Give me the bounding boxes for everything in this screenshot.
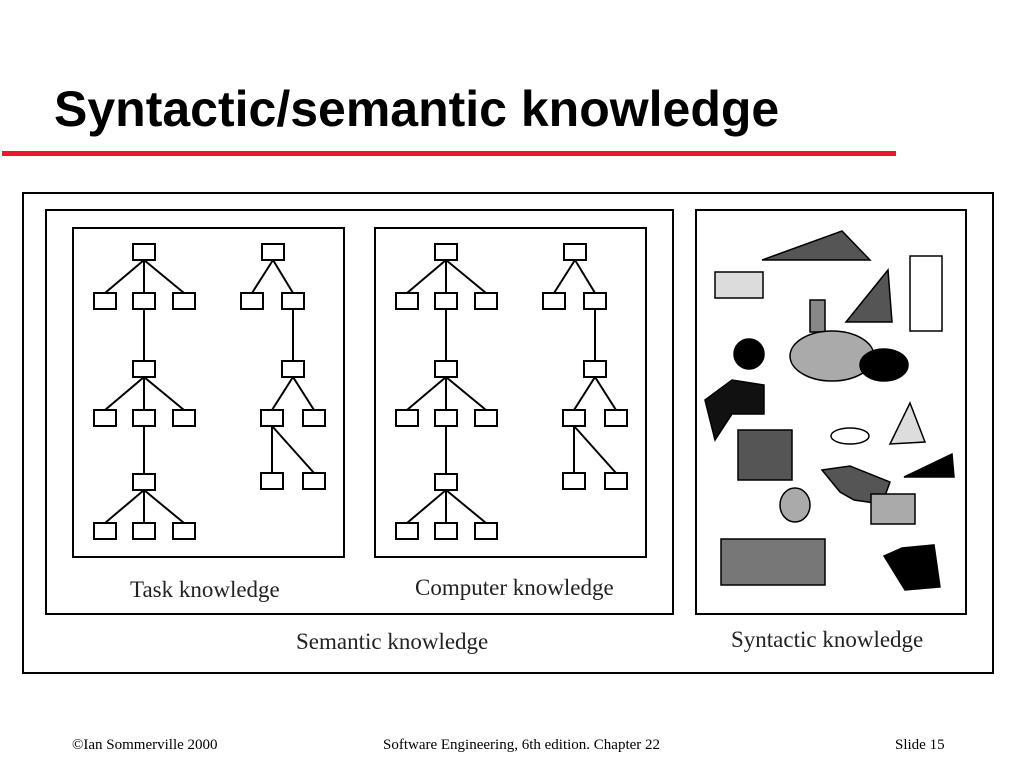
tree-node: [395, 409, 419, 427]
tree-node: [172, 409, 196, 427]
light-triangle-shape: [888, 401, 927, 445]
tree-node: [132, 360, 156, 378]
tree-node: [474, 522, 498, 540]
dark-square-shape: [737, 429, 793, 481]
semantic-knowledge-frame: [45, 209, 674, 615]
tree-edge: [104, 259, 145, 294]
tree-node: [434, 522, 458, 540]
tree-node: [604, 409, 628, 427]
tree-node: [132, 522, 156, 540]
tree-node: [395, 292, 419, 310]
syntactic-shapes: [704, 230, 955, 591]
tree-edge: [143, 376, 185, 411]
tree-node: [395, 522, 419, 540]
tree-edge: [574, 259, 596, 294]
tree-edge: [573, 425, 617, 474]
slide-title: Syntactic/semantic knowledge: [54, 81, 780, 137]
tree-node: [474, 409, 498, 427]
small-gray-bar-shape: [809, 299, 826, 333]
large-gray-ellipse-shape: [789, 330, 875, 382]
tree-node: [434, 243, 458, 261]
tree-edge: [445, 376, 487, 411]
wide-gray-rectangle-shape: [720, 538, 826, 586]
tree-edge: [445, 259, 487, 294]
tree-node: [434, 292, 458, 310]
semantic-knowledge-label: Semantic knowledge: [296, 629, 488, 654]
footer-slide-number: Slide 15: [895, 737, 945, 753]
tree-node: [302, 472, 326, 490]
tree-edge: [104, 489, 145, 524]
tree-node: [563, 243, 587, 261]
tree-edge: [406, 259, 447, 294]
tree-node: [261, 243, 285, 261]
tree-edge: [143, 489, 185, 524]
gray-small-rectangle-shape: [870, 493, 916, 525]
tree-node: [132, 473, 156, 491]
tree-node: [281, 360, 305, 378]
small-white-ellipse-shape: [830, 427, 870, 445]
tree-node: [434, 409, 458, 427]
tall-white-rectangle-shape: [909, 255, 943, 332]
tree-edge: [271, 376, 294, 411]
black-small-triangle-shape: [903, 452, 955, 478]
tree-edge: [553, 259, 576, 294]
tree-edge: [406, 489, 447, 524]
title-underline: [2, 151, 896, 156]
tree-node: [132, 292, 156, 310]
tree-node: [583, 292, 607, 310]
footer-copyright: ©Ian Sommerville 2000: [72, 737, 218, 753]
dark-triangle-shape: [761, 230, 872, 261]
tree-edge: [445, 489, 487, 524]
tree-node: [93, 292, 117, 310]
tree-node: [132, 409, 156, 427]
computer-knowledge-panel: [374, 227, 647, 558]
task-knowledge-panel: [72, 227, 345, 558]
tree-node: [281, 292, 305, 310]
tree-edge: [251, 259, 274, 294]
black-circle-shape: [733, 338, 765, 370]
tree-edge: [272, 259, 294, 294]
tree-node: [93, 522, 117, 540]
syntactic-knowledge-panel: [695, 209, 967, 615]
gray-oval-shape: [779, 487, 811, 523]
tree-node: [583, 360, 607, 378]
tree-node: [172, 522, 196, 540]
black-ellipse-shape: [859, 348, 909, 382]
footer-book: Software Engineering, 6th edition. Chapt…: [383, 737, 661, 753]
task-knowledge-trees: [93, 243, 326, 540]
tree-node: [260, 472, 284, 490]
outer-frame: [22, 192, 994, 674]
black-blob-shape: [882, 544, 941, 591]
knowledge-diagram: Task knowledge Computer knowledge Semant…: [22, 192, 996, 681]
tree-node: [434, 473, 458, 491]
tree-node: [542, 292, 566, 310]
tree-node: [474, 292, 498, 310]
tree-edge: [104, 376, 145, 411]
gray-triangle-shape: [844, 268, 893, 323]
tree-node: [562, 472, 586, 490]
tree-node: [562, 409, 586, 427]
tree-edge: [292, 376, 315, 411]
tree-node: [604, 472, 628, 490]
syntactic-knowledge-label: Syntactic knowledge: [731, 627, 923, 652]
computer-knowledge-label: Computer knowledge: [415, 575, 614, 600]
tree-edge: [271, 425, 315, 474]
tree-node: [260, 409, 284, 427]
tree-node: [93, 409, 117, 427]
tree-edge: [143, 259, 185, 294]
black-pentagon-shape: [704, 379, 765, 442]
tree-node: [240, 292, 264, 310]
tree-edge: [406, 376, 447, 411]
computer-knowledge-trees: [395, 243, 628, 540]
tree-node: [172, 292, 196, 310]
tree-edge: [573, 376, 596, 411]
task-knowledge-label: Task knowledge: [130, 577, 280, 602]
tree-edge: [594, 376, 617, 411]
tree-node: [302, 409, 326, 427]
tree-node: [434, 360, 458, 378]
tree-node: [132, 243, 156, 261]
light-rectangle-shape: [714, 271, 764, 299]
